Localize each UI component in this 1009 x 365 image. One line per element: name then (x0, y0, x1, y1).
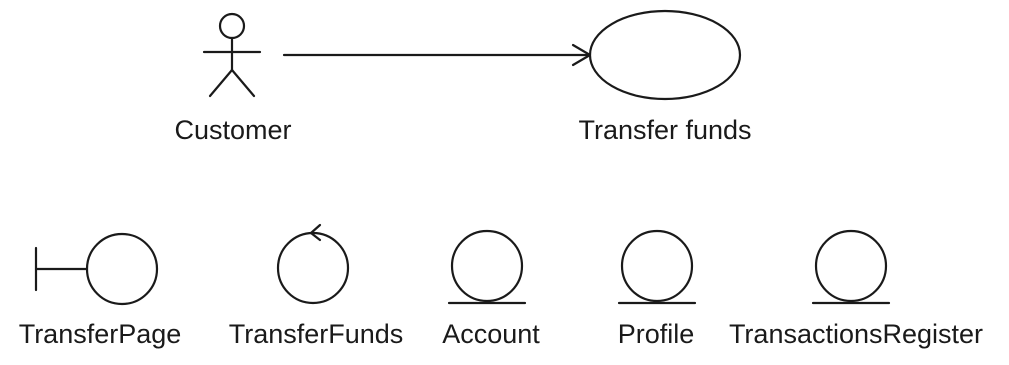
entity-class-label: Account (442, 319, 540, 349)
boundary-icon-circle (85, 232, 159, 306)
entity-class-label: TransactionsRegister (728, 319, 984, 349)
entity-icon (617, 229, 697, 305)
control-icon-arrow (309, 223, 322, 242)
actor-icon (202, 12, 262, 98)
entity-icon-circle (450, 229, 524, 303)
use-case-ellipse (588, 9, 742, 101)
entity-icon-circle (620, 229, 694, 303)
actor-label: Customer (174, 115, 292, 145)
entity-icon (811, 229, 891, 305)
use-case-label: Transfer funds (578, 115, 752, 145)
entity-icon-circle (814, 229, 888, 303)
entity-icon (447, 229, 527, 305)
control-class-label: TransferFunds (228, 319, 404, 349)
control-icon (276, 223, 350, 305)
entity-class-label: Profile (617, 319, 695, 349)
boundary-icon (34, 232, 159, 306)
actor-left-leg (208, 68, 234, 98)
actor-right-leg (230, 68, 256, 98)
actor-head (218, 12, 246, 40)
boundary-class-label: TransferPage (18, 319, 182, 349)
control-icon-circle (276, 231, 350, 305)
association-arrow (282, 43, 592, 67)
